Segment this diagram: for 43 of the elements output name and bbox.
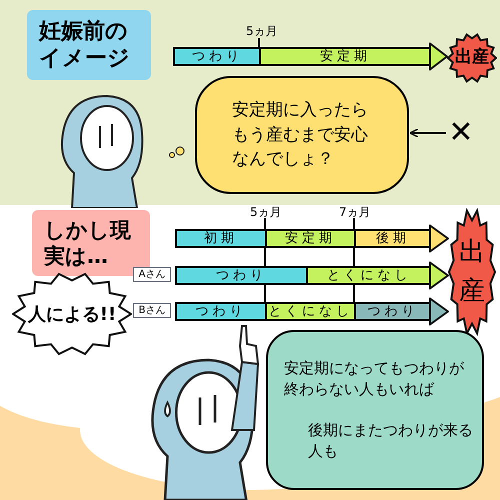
timeline-segment: [175, 302, 265, 321]
burst-badge: [448, 208, 496, 336]
name-text: Bさん: [138, 306, 166, 316]
cross-text: ✕: [448, 118, 474, 148]
name-text: Aさん: [138, 270, 166, 280]
burst-text: 出産: [455, 46, 489, 70]
month-label: 5ヵ月: [246, 25, 278, 37]
title-box: [27, 10, 151, 80]
bubble-text: 安定期に入ったらもう産むまで安心なんでしょ？: [232, 99, 369, 172]
segment-label: とくになし: [326, 269, 412, 282]
segment-label: 後期: [376, 232, 410, 245]
timeline-arrowhead: [429, 224, 449, 252]
segment-label: つわり: [216, 269, 267, 282]
month-label: 7ヵ月: [339, 206, 371, 218]
burst-bubble: [12, 272, 132, 356]
timeline-segment: [175, 229, 265, 248]
segment-label: つわり: [196, 305, 246, 318]
bubble-text: 後期にまたつわりが来る人も: [307, 420, 474, 462]
burst-text: 人による!!: [28, 302, 116, 326]
arrow: [409, 128, 446, 138]
timeline-segment: [175, 266, 306, 285]
segment-label: 初期: [204, 232, 238, 245]
timeline-arrowhead: [429, 298, 449, 326]
timeline-segment: [265, 229, 354, 248]
segment-label: 安定期: [320, 50, 371, 63]
timeline-arrowhead: [429, 42, 448, 70]
timeline-segment: [173, 47, 260, 66]
speech-bubble: [266, 330, 484, 490]
burst-badge: [447, 33, 497, 83]
burst-text: 出産: [459, 236, 485, 308]
title-text: 妊娠前のイメージ: [39, 18, 131, 72]
segment-label: とくになし: [268, 305, 353, 318]
name-tag: [133, 303, 171, 318]
segment-label: つわり: [368, 305, 418, 318]
segment-label: つわり: [192, 50, 243, 63]
month-label: 5ヵ月: [250, 206, 282, 218]
name-tag: [133, 267, 171, 282]
thought-bubble: [195, 76, 409, 194]
segment-label: 安定期: [285, 232, 336, 245]
title-text: しかし現実は…: [44, 216, 132, 270]
bubble-text: 安定期になってもつわりが終わらない人もいれば: [284, 358, 465, 400]
timeline-segment: [265, 302, 354, 321]
timeline-arrowhead: [429, 262, 449, 290]
